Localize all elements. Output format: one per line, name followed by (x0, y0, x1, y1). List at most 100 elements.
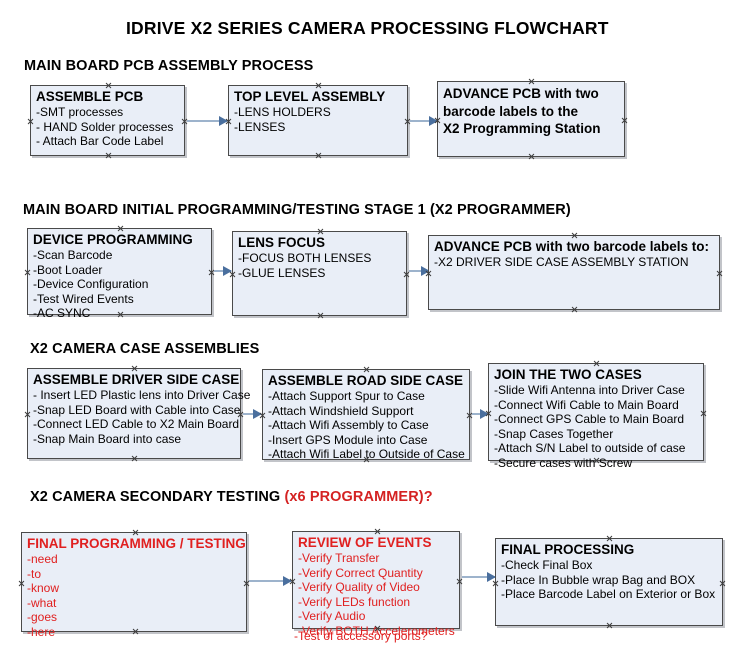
connection-handle-right[interactable] (403, 271, 410, 278)
box-line: -Place In Bubble wrap Bag and BOX (501, 572, 696, 587)
box-line: -to (27, 566, 42, 581)
box-line: -Slide Wifi Antenna into Driver Case (494, 383, 685, 397)
connection-handle-top[interactable] (528, 78, 535, 85)
box-title: ASSEMBLE ROAD SIDE CASE (268, 373, 464, 388)
connection-handle-bottom[interactable] (315, 152, 322, 159)
box-line: -Verify Audio (298, 609, 366, 624)
process-box-final-programming-testing[interactable]: FINAL PROGRAMMING / TESTING -need -to -k… (18, 529, 247, 639)
arrowhead-icon (253, 409, 262, 419)
box-line: -AC SYNC (33, 306, 91, 321)
box-line: -Secure cases with Screw (494, 455, 633, 470)
review-of-events-overflow-line: -Test of accessory ports? (294, 629, 428, 643)
process-box-final-processing[interactable]: FINAL PROCESSING -Check Final Box -Place… (495, 538, 723, 626)
connection-handle-top[interactable] (117, 225, 124, 232)
box-line: - HAND Solder processes (36, 119, 174, 134)
box-line: -FOCUS BOTH LENSES (238, 251, 372, 265)
box-title: DEVICE PROGRAMMING (33, 232, 193, 247)
connector-road-side-case-to-join-the-two-cases (472, 409, 489, 419)
arrowhead-icon (283, 576, 292, 586)
box-title: LENS FOCUS (238, 235, 326, 250)
connection-handle-right[interactable] (700, 410, 707, 417)
connection-handle-bottom[interactable] (105, 152, 112, 159)
connection-handle-bottom[interactable] (571, 306, 578, 313)
section-heading-accent: (x6 PROGRAMMER)? (284, 489, 433, 505)
box-line: -Insert GPS Module into Case (268, 432, 428, 447)
connection-handle-bottom[interactable] (317, 312, 324, 319)
connection-handle-top[interactable] (363, 366, 370, 373)
box-line: -need (27, 552, 58, 566)
connection-handle-top[interactable] (593, 360, 600, 367)
connection-handle-top[interactable] (374, 528, 381, 535)
box-title: ASSEMBLE DRIVER SIDE CASE (33, 372, 240, 387)
connector-device-programming-to-lens-focus (214, 266, 232, 276)
box-line: -Attach Support Spur to Case (268, 389, 425, 403)
connection-handle-bottom[interactable] (528, 153, 535, 160)
arrowhead-icon (223, 266, 232, 276)
box-line: -X2 DRIVER SIDE CASE ASSEMBLY STATION (434, 255, 689, 269)
box-line: -know (27, 581, 60, 596)
process-box-lens-focus[interactable]: LENS FOCUS -FOCUS BOTH LENSES -GLUE LENS… (232, 231, 407, 316)
connector-driver-side-case-to-road-side-case (243, 409, 262, 419)
box-title: ADVANCE PCB with two barcode labels to: (434, 239, 710, 254)
box-line: -what (27, 595, 57, 610)
box-line: -Snap Cases Together (494, 426, 614, 441)
box-line: - Insert LED Plastic lens into Driver Ca… (33, 388, 251, 402)
box-line: -SMT processes (36, 105, 124, 119)
connection-handle-right[interactable] (621, 117, 628, 124)
box-line: - Attach Bar Code Label (36, 134, 164, 149)
box-line: -Snap Main Board into case (33, 431, 182, 446)
box-line: -goes (27, 610, 58, 625)
box-line: -Place Barcode Label on Exterior or Box (501, 587, 716, 602)
box-line: -Verify Transfer (298, 551, 380, 565)
connection-handle-top[interactable] (571, 232, 578, 239)
box-title: FINAL PROCESSING (501, 542, 635, 557)
connection-handle-left[interactable] (18, 580, 25, 587)
section-heading-main-board-pcb-assembly-process: MAIN BOARD PCB ASSEMBLY PROCESS (24, 58, 313, 74)
box-line: X2 Programming Station (443, 121, 601, 136)
box-line: -LENS HOLDERS (234, 105, 331, 119)
connection-handle-top[interactable] (131, 365, 138, 372)
section-heading-x2-camera-secondary-testing: X2 CAMERA SECONDARY TESTING (x6 PROGRAMM… (30, 489, 433, 505)
connection-handle-right[interactable] (716, 270, 723, 277)
box-line: -Device Configuration (33, 277, 149, 292)
box-line: ADVANCE PCB with two (443, 86, 599, 101)
section-heading-main-board-initial-programming-testing-stage-1: MAIN BOARD INITIAL PROGRAMMING/TESTING S… (23, 202, 571, 218)
box-line: -Verify Quality of Video (298, 580, 420, 595)
connection-handle-top[interactable] (606, 535, 613, 542)
box-line: -Attach Wifi Assembly to Case (268, 418, 429, 433)
connector-review-of-events-to-final-processing (462, 572, 496, 582)
connection-handle-top[interactable] (317, 228, 324, 235)
connection-handle-top[interactable] (105, 82, 112, 89)
box-line: -Verify LEDs function (298, 594, 411, 609)
box-line: -Verify Correct Quantity (298, 565, 423, 580)
section-heading-text: X2 CAMERA SECONDARY TESTING (30, 489, 285, 505)
box-line: -Connect GPS Cable to Main Board (494, 412, 685, 427)
process-box-advance-pcb-to-x2-programming-station[interactable]: ADVANCE PCB with two barcode labels to t… (437, 81, 625, 157)
box-title: REVIEW OF EVENTS (298, 535, 432, 550)
process-box-top-level-assembly[interactable]: TOP LEVEL ASSEMBLY -LENS HOLDERS -LENSES (228, 85, 408, 156)
connector-lens-focus-to-advance-pcb (409, 266, 430, 276)
box-title: FINAL PROGRAMMING / TESTING (27, 536, 246, 551)
connection-handle-bottom[interactable] (606, 622, 613, 629)
box-line: barcode labels to the (443, 103, 579, 119)
process-box-assemble-driver-side-case[interactable]: ASSEMBLE DRIVER SIDE CASE - Insert LED P… (24, 365, 251, 462)
process-box-device-programming[interactable]: DEVICE PROGRAMMING -Scan Barcode -Boot L… (24, 225, 212, 320)
connection-handle-right[interactable] (456, 578, 463, 585)
process-box-assemble-road-side-case[interactable]: ASSEMBLE ROAD SIDE CASE -Attach Support … (262, 366, 470, 461)
arrowhead-icon (487, 572, 496, 582)
process-box-join-the-two-cases[interactable]: JOIN THE TWO CASES -Slide Wifi Antenna i… (488, 360, 707, 470)
box-line: -Check Final Box (501, 558, 593, 572)
connection-handle-bottom[interactable] (131, 455, 138, 462)
box-line: -GLUE LENSES (238, 265, 326, 280)
box-line: -Boot Loader (33, 262, 103, 277)
connection-handle-top[interactable] (315, 82, 322, 89)
process-box-assemble-pcb[interactable]: ASSEMBLE PCB -SMT processes - HAND Solde… (30, 85, 185, 156)
connection-handle-top[interactable] (132, 529, 139, 536)
connection-handle-right[interactable] (719, 580, 726, 587)
connection-handle-left[interactable] (24, 269, 31, 276)
process-box-review-of-events[interactable]: REVIEW OF EVENTS -Verify Transfer -Verif… (292, 528, 463, 638)
connection-handle-left[interactable] (24, 411, 31, 418)
process-box-advance-pcb-to-driver-side-case-assembly-station[interactable]: ADVANCE PCB with two barcode labels to: … (428, 235, 720, 310)
connection-handle-left[interactable] (27, 118, 34, 125)
